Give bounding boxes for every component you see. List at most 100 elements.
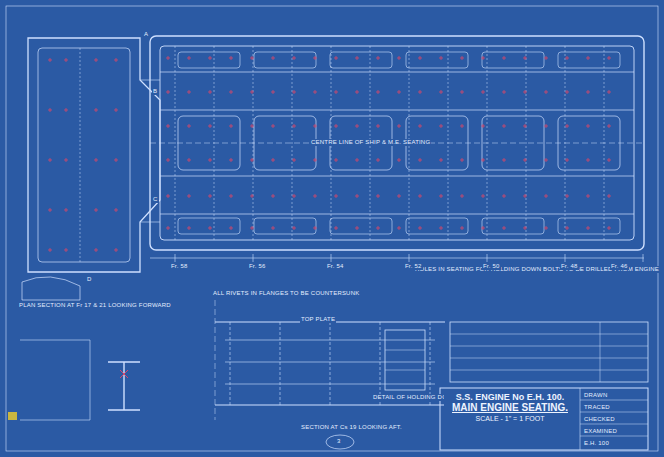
drawing-label: D <box>86 276 93 283</box>
drawing-line <box>546 124 547 128</box>
drawing-line <box>315 90 316 94</box>
drawing-line <box>588 226 589 230</box>
drawing-line <box>588 194 589 198</box>
drawing-line <box>294 124 295 128</box>
drawing-line <box>546 90 547 94</box>
drawing-outline <box>254 52 316 68</box>
drawing-label: Fr. 46 <box>610 263 629 270</box>
drawing-label: 3 <box>336 438 342 445</box>
drawing-line <box>378 90 379 94</box>
drawing-line <box>450 346 648 347</box>
drawing-outline <box>330 52 392 68</box>
drawing-line <box>462 124 463 128</box>
drawing-line <box>609 90 610 94</box>
drawing-line <box>189 194 190 198</box>
drawing-line <box>580 436 648 437</box>
drawing-line <box>399 194 400 198</box>
drawing-outline <box>150 36 644 250</box>
drawing-line <box>378 158 379 162</box>
drawing-line <box>336 226 337 230</box>
drawing-line <box>231 226 232 230</box>
drawing-line <box>280 322 281 405</box>
drawing-line <box>189 158 190 162</box>
drawing-line <box>441 56 442 60</box>
title-text: MAIN ENGINE SEATING. <box>444 402 576 413</box>
drawing-line <box>315 158 316 162</box>
drawing-line <box>580 412 648 413</box>
drawing-line <box>546 56 547 60</box>
drawing-line <box>294 158 295 162</box>
drawing-line <box>567 194 568 198</box>
drawing-line <box>175 254 176 262</box>
drawing-label: A <box>143 31 149 38</box>
drawing-line <box>315 194 316 198</box>
drawing-line <box>294 56 295 60</box>
drawing-label: C <box>152 196 159 203</box>
drawing-label: Fr. 54 <box>326 263 345 270</box>
drawing-line <box>420 56 421 60</box>
drawing-outline <box>254 116 316 170</box>
drawing-line <box>210 226 211 230</box>
drawing-line <box>168 124 169 128</box>
drawing-line <box>385 350 425 351</box>
drawing-line <box>50 58 51 62</box>
drawing-label: ALL RIVETS IN FLANGES TO BE COUNTERSUNK <box>212 290 360 297</box>
drawing-line <box>504 56 505 60</box>
drawing-line <box>273 194 274 198</box>
drawing-line <box>168 158 169 162</box>
drawing-line <box>580 400 648 401</box>
drawing-line <box>231 194 232 198</box>
drawing-line <box>450 334 648 335</box>
drawing-line <box>231 56 232 60</box>
drawing-line <box>462 56 463 60</box>
drawing-line <box>210 56 211 60</box>
drawing-outline <box>450 322 648 382</box>
drawing-line <box>160 214 634 215</box>
drawing-line <box>150 258 644 259</box>
drawing-line <box>380 322 381 405</box>
drawing-outline <box>330 218 392 234</box>
drawing-outline <box>440 388 648 450</box>
drawing-line <box>168 226 169 230</box>
drawing-line <box>462 158 463 162</box>
drawing-line <box>448 46 449 240</box>
drawing-label: TOP PLATE <box>300 316 336 323</box>
drawing-line <box>140 222 160 223</box>
drawing-line <box>189 226 190 230</box>
drawing-line <box>609 226 610 230</box>
drawing-line <box>189 90 190 94</box>
drawing-line <box>487 46 488 240</box>
drawing-line <box>487 254 488 262</box>
drawing-line <box>462 194 463 198</box>
drawing-line <box>357 158 358 162</box>
drawing-label: Fr. 58 <box>170 263 189 270</box>
drawing-line <box>315 56 316 60</box>
drawing-line <box>50 158 51 162</box>
drawing-line <box>160 176 634 177</box>
drawing-line <box>567 56 568 60</box>
drawing-label: EXAMINED <box>583 428 618 435</box>
drawing-line <box>273 124 274 128</box>
drawing-label: Fr. 52 <box>404 263 423 270</box>
drawing-line <box>546 226 547 230</box>
drawing-line <box>399 226 400 230</box>
drawing-outline <box>482 52 544 68</box>
drawing-outline <box>558 52 620 68</box>
drawing-line <box>96 108 97 112</box>
drawing-line <box>294 90 295 94</box>
drawing-line <box>253 254 254 262</box>
drawing-line <box>336 194 337 198</box>
drawing-line <box>168 194 169 198</box>
rivet-mark <box>120 370 128 378</box>
drawing-line <box>210 194 211 198</box>
drawing-line <box>357 194 358 198</box>
drawing-line <box>210 124 211 128</box>
drawing-line <box>336 124 337 128</box>
drawing-line <box>50 208 51 212</box>
drawing-line <box>66 108 67 112</box>
drawing-line <box>189 124 190 128</box>
drawing-line <box>252 124 253 128</box>
tape-mark <box>8 412 17 420</box>
